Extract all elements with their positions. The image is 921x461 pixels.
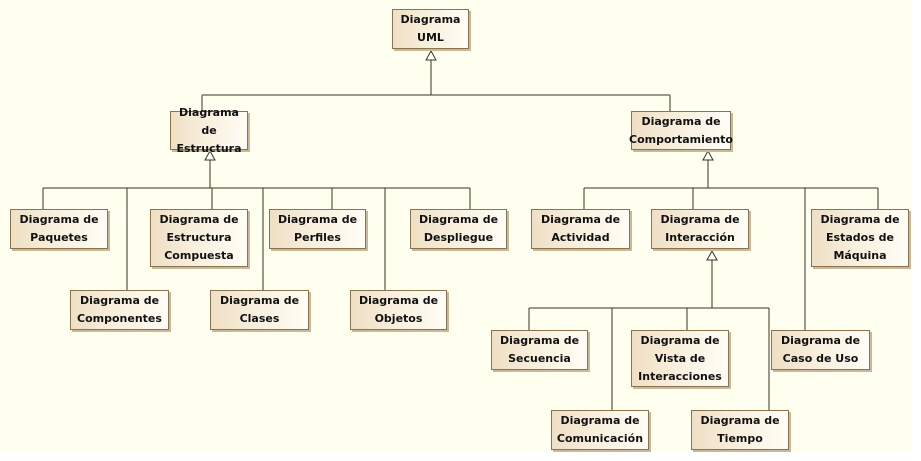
node-caso-uso[interactable]: Diagrama de Caso de Uso (771, 330, 870, 370)
node-interaccion[interactable]: Diagrama de Interacción (651, 209, 749, 249)
node-label: Diagrama de Estructura Compuesta (159, 213, 239, 262)
node-label: Diagrama de Estructura (176, 105, 242, 155)
node-label: Diagrama de Estados de Máquina (820, 213, 900, 262)
node-secuencia[interactable]: Diagrama de Secuencia (491, 330, 588, 370)
node-label: Diagrama de Componentes (77, 294, 162, 325)
node-label: Diagrama de Perfiles (277, 213, 358, 244)
node-clases[interactable]: Diagrama de Clases (210, 290, 309, 330)
diagram-canvas: Diagrama UML Diagrama de Estructura Diag… (0, 0, 911, 452)
node-objetos[interactable]: Diagrama de Objetos (350, 290, 447, 330)
node-label: Diagrama de Objetos (358, 294, 439, 325)
connector-layer (42, 49, 879, 410)
node-label: Diagrama de Comportamiento (629, 114, 733, 146)
node-paquetes[interactable]: Diagrama de Paquetes (10, 209, 108, 249)
node-uml[interactable]: Diagrama UML (392, 9, 469, 49)
node-label: Diagrama de Caso de Uso (780, 334, 861, 365)
node-label: Diagrama de Clases (219, 294, 300, 325)
node-label: Diagrama UML (400, 13, 461, 44)
node-perfiles[interactable]: Diagrama de Perfiles (269, 209, 366, 249)
generalization-arrowhead (425, 49, 437, 61)
generalization-arrowhead (706, 249, 718, 261)
node-comportamiento[interactable]: Diagrama de Comportamiento (629, 111, 733, 150)
node-componentes[interactable]: Diagrama de Componentes (70, 290, 169, 330)
node-actividad[interactable]: Diagrama de Actividad (531, 209, 630, 249)
generalization-arrowhead (204, 149, 216, 161)
node-despliegue[interactable]: Diagrama de Despliegue (410, 209, 507, 249)
node-estructura-compuesta[interactable]: Diagrama de Estructura Compuesta (150, 209, 248, 267)
node-tiempo[interactable]: Diagrama de Tiempo (691, 410, 789, 450)
node-label: Diagrama de Tiempo (700, 414, 780, 445)
node-label: Diagrama de Despliegue (418, 213, 499, 244)
generalization-arrowhead (702, 149, 714, 161)
node-label: Diagrama de Secuencia (499, 334, 580, 365)
node-estados-maquina[interactable]: Diagrama de Estados de Máquina (811, 209, 909, 267)
node-estructura[interactable]: Diagrama de Estructura (170, 106, 248, 155)
node-label: Diagrama de Vista de Interacciones (638, 333, 722, 383)
node-label: Diagrama de Interacción (660, 213, 740, 244)
node-comunicacion[interactable]: Diagrama de Comunicación (551, 410, 649, 450)
node-label: Diagrama de Actividad (540, 213, 621, 244)
node-label: Diagrama de Comunicación (556, 414, 644, 445)
node-vista-interacciones[interactable]: Diagrama de Vista de Interacciones (631, 330, 729, 387)
node-label: Diagrama de Paquetes (19, 213, 99, 244)
